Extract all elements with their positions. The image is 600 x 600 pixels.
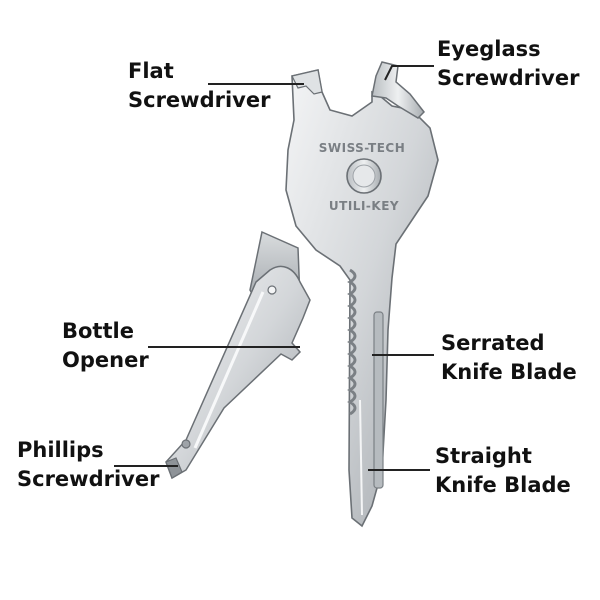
arm-rivet bbox=[267, 285, 277, 295]
flat-screwdriver-tip bbox=[291, 69, 323, 95]
key-body bbox=[285, 69, 439, 528]
arm-inner-edge bbox=[193, 291, 265, 449]
stamp-utili-key: UTILI-KEY bbox=[329, 199, 399, 213]
stamp-swiss-tech: SWISS-TECH bbox=[319, 141, 406, 155]
leader-eyeglass-screwdriver bbox=[384, 65, 434, 81]
leader-lines bbox=[114, 65, 434, 471]
phillips-tip-hole bbox=[181, 439, 191, 449]
label-flat-screwdriver: Flat Screwdriver bbox=[128, 59, 271, 112]
label-eyeglass-screwdriver: Eyeglass Screwdriver bbox=[437, 37, 580, 90]
blade-groove bbox=[373, 311, 384, 489]
label-bottle-opener: Bottle Opener bbox=[62, 319, 149, 372]
label-phillips-screwdriver: Phillips Screwdriver bbox=[17, 438, 160, 491]
blade-edge-highlight bbox=[359, 399, 363, 516]
center-rivet-inner bbox=[352, 164, 376, 188]
label-straight-knife-blade: Straight Knife Blade bbox=[435, 444, 571, 497]
phillips-tip bbox=[165, 457, 183, 479]
serrated-edge bbox=[347, 268, 357, 416]
label-serrated-knife-blade: Serrated Knife Blade bbox=[441, 331, 577, 384]
eyeglass-hook bbox=[371, 61, 425, 119]
